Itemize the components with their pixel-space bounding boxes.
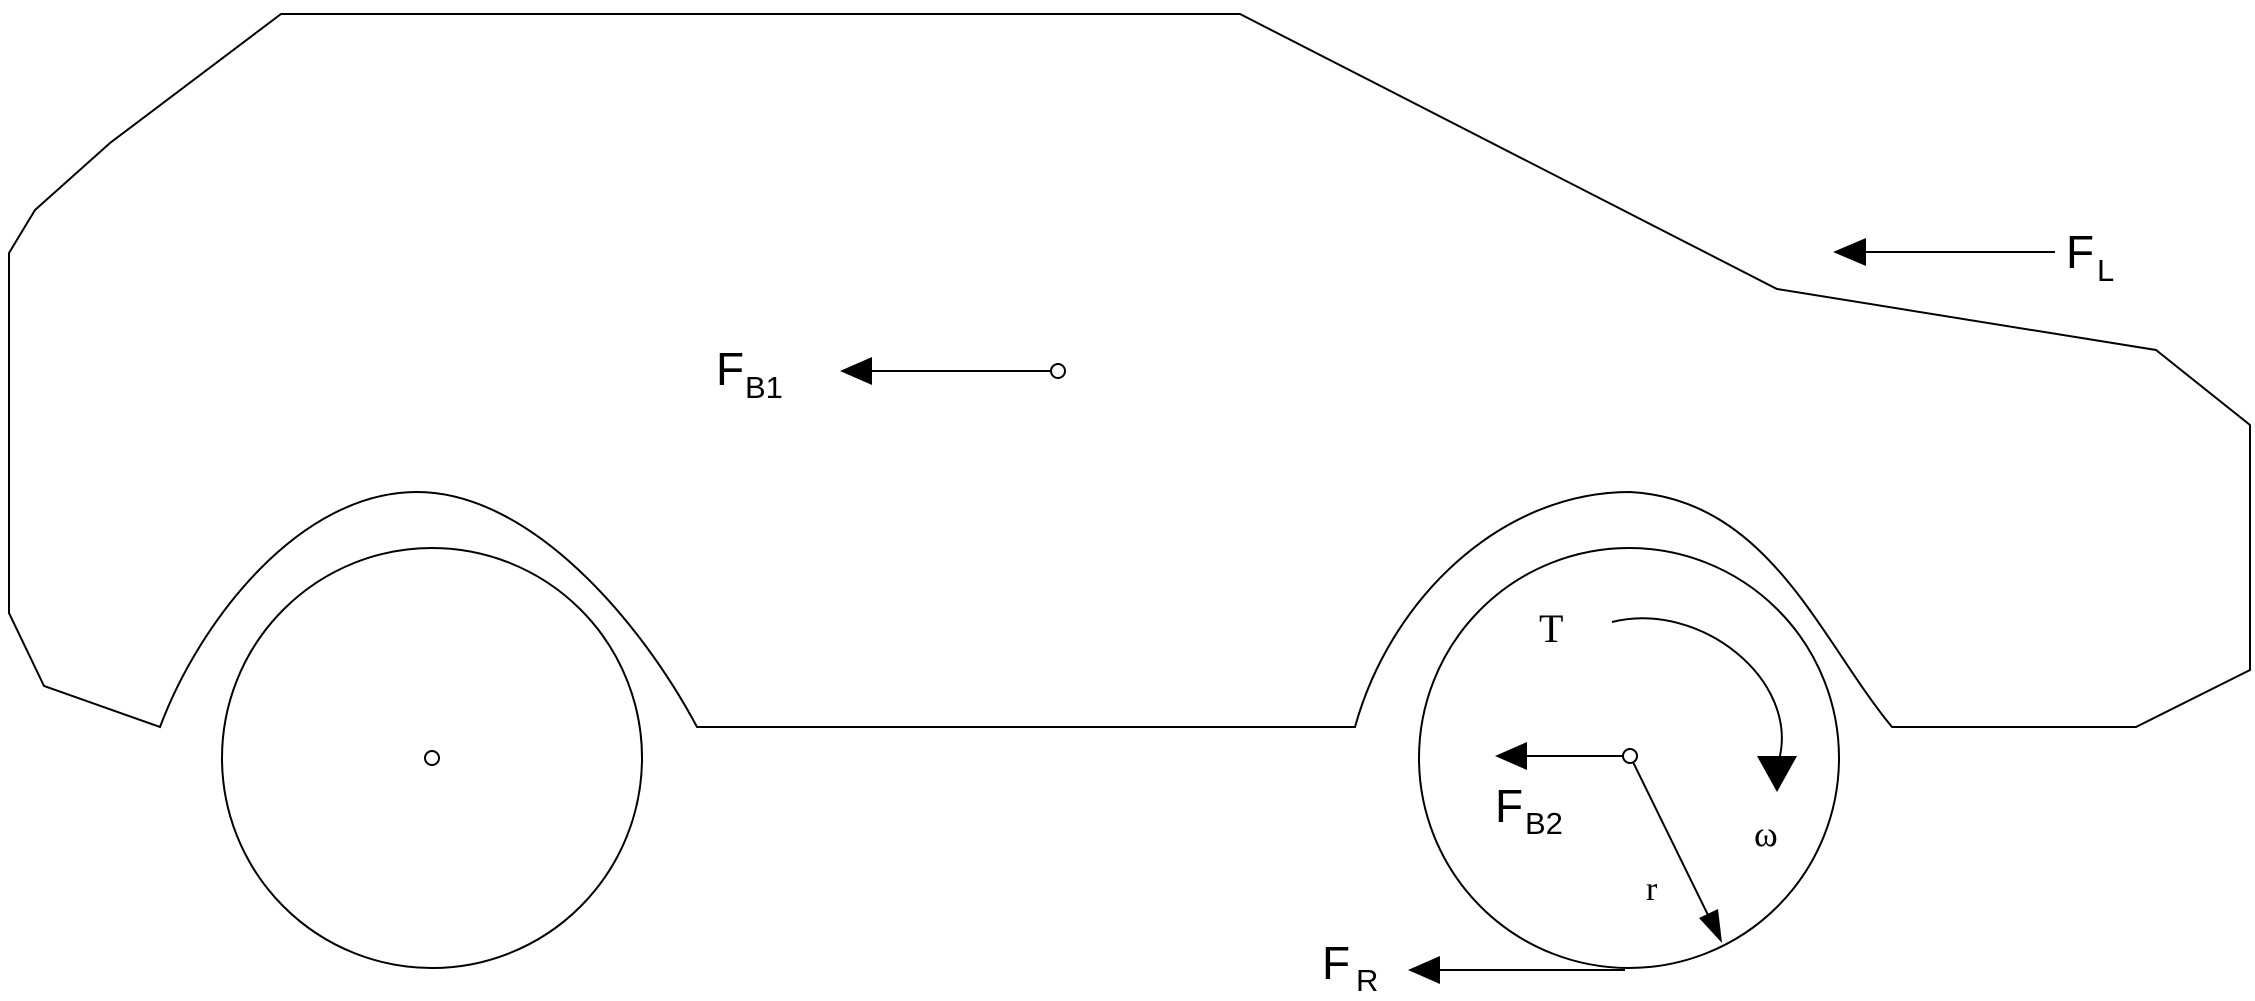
f-b1-arrow-head [840,357,872,385]
radius-label: r [1646,871,1658,908]
f-b2-label: F [1495,780,1523,832]
torque-arrow-head [1757,756,1797,792]
center-of-mass-point [1050,363,1066,379]
rear-wheel [1418,547,1840,969]
torque-label: T [1539,606,1563,651]
radius-arrow-head [1699,909,1722,943]
radius-arrow-shaft [1632,761,1709,916]
f-l-label: F [2066,226,2094,278]
f-r-arrow-head [1408,956,1440,984]
f-l-label-subscript: L [2097,253,2114,288]
car-body-outline [8,13,2251,729]
f-l-arrow-head [1833,238,1866,266]
f-r-label: F [1322,937,1350,989]
front-wheel [221,547,643,969]
f-b2-label-subscript: B2 [1525,806,1563,841]
f-b1-label-subscript: B1 [745,370,783,405]
f-b1-label: F [716,343,744,395]
f-b2-arrow-head [1495,742,1527,770]
omega-label: ω [1754,814,1778,854]
f-r-label-subscript: R [1356,963,1378,998]
torque-arc-arrow [1611,617,1783,761]
rear-wheel-center-point [1622,748,1638,764]
front-wheel-center-point [424,750,440,766]
